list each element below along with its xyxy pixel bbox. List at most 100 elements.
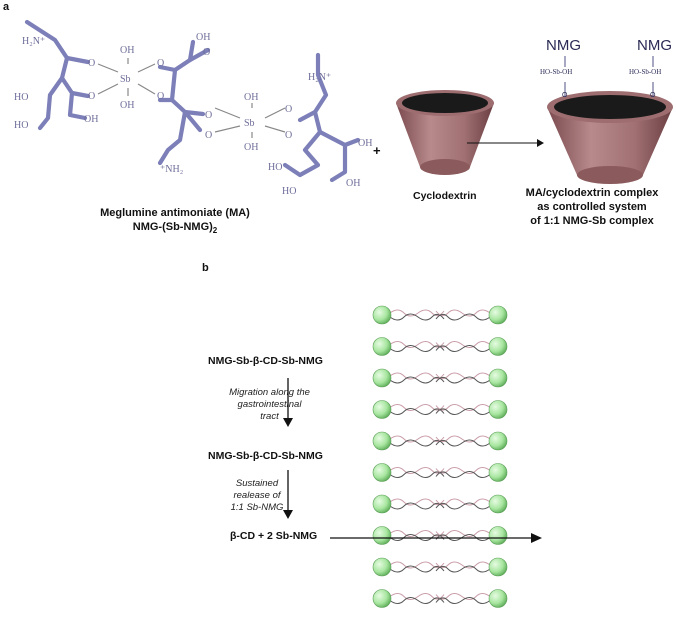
lipid-tail xyxy=(389,597,445,604)
h2n-plus-label-2: H₂N⁺ xyxy=(308,72,331,83)
ho-label-2: HO xyxy=(14,120,28,131)
ho-label-1: HO xyxy=(14,92,28,103)
lipid-tail xyxy=(389,404,445,411)
lipid-head-bead xyxy=(488,526,508,545)
o-label-3: O xyxy=(157,58,164,69)
complex-caption-line1: MA/cyclodextrin complex xyxy=(525,187,659,199)
ma-caption-line1: Meglumine antimoniate (MA) xyxy=(100,207,250,219)
lipid-head-bead xyxy=(372,494,392,514)
oh-label-6: OH xyxy=(244,142,258,153)
note2-line1: Sustained xyxy=(235,478,279,489)
o-label-4: O xyxy=(157,91,164,102)
lipid-tail xyxy=(389,498,445,506)
lipid-tail xyxy=(435,498,491,506)
lipid-tail xyxy=(389,561,445,569)
cyclodextrin-cone xyxy=(396,90,494,175)
lipid-tail xyxy=(435,372,491,380)
lipid-head-bead xyxy=(372,589,392,608)
lipid-tail xyxy=(435,313,491,321)
lipid-head-bead xyxy=(488,305,508,325)
lipid-head-bead xyxy=(372,463,392,482)
sb-label-1: Sb xyxy=(120,74,131,85)
ho-sb-oh-left: HO-Sb-OH xyxy=(540,68,573,76)
lipid-tail xyxy=(435,309,491,317)
down-arrow-2 xyxy=(283,470,293,519)
lipid-tail xyxy=(435,467,491,474)
lipid-tail xyxy=(435,530,491,537)
lipid-tail xyxy=(435,376,491,384)
lipid-head-bead xyxy=(488,400,508,419)
lipid-tail xyxy=(389,372,445,380)
lipid-head-bead xyxy=(372,557,392,577)
h2n-plus-label: H₂N⁺ xyxy=(22,36,45,47)
lipid-tail xyxy=(389,565,445,573)
ma-caption-formula: NMG-(Sb-NMG) xyxy=(132,221,213,233)
lipid-bilayer xyxy=(372,305,508,608)
lipid-tail xyxy=(389,313,445,321)
oh-label-1: OH xyxy=(84,114,98,125)
lipid-tail xyxy=(389,471,445,478)
step1-label: NMG-Sb-β-CD-Sb-NMG xyxy=(208,355,323,367)
lipid-tail xyxy=(389,502,445,510)
nh2-plus-label: ⁺NH₂ xyxy=(160,164,183,175)
o-label-8: O xyxy=(285,104,292,115)
lipid-tail xyxy=(435,565,491,573)
complex-caption: MA/cyclodextrin complex as controlled sy… xyxy=(508,186,676,228)
ho-sb-oh-right: HO-Sb-OH xyxy=(629,68,662,76)
ho-label-3: HO xyxy=(268,162,282,173)
lipid-tail xyxy=(435,404,491,411)
note1: Migration along the gastrointestinal tra… xyxy=(222,387,317,423)
lipid-tail xyxy=(389,345,445,352)
lipid-tail xyxy=(435,408,491,415)
down-arrow-1 xyxy=(283,378,293,427)
lipid-head-bead xyxy=(372,337,392,356)
note1-line1: Migration along the xyxy=(229,387,310,398)
complex-caption-line3: of 1:1 NMG-Sb complex xyxy=(530,215,654,227)
lipid-head-bead xyxy=(372,400,392,419)
ma-caption-line2: NMG-(Sb-NMG)2 xyxy=(90,220,260,238)
lipid-head-bead xyxy=(488,557,508,577)
lipid-head-bead xyxy=(488,368,508,388)
panel-b-label: b xyxy=(202,262,209,274)
note1-line3: tract xyxy=(260,411,279,422)
nmg-label-right: NMG xyxy=(637,37,672,54)
lipid-tail xyxy=(389,435,445,443)
o-label-7: O xyxy=(205,130,212,141)
lipid-head-bead xyxy=(488,589,508,608)
lipid-head-bead xyxy=(372,431,392,451)
reaction-arrow xyxy=(467,139,544,147)
lipid-tail xyxy=(435,435,491,443)
o-label-9: O xyxy=(285,130,292,141)
lipid-tail xyxy=(435,345,491,352)
note2: Sustained realease of 1:1 Sb-NMG xyxy=(222,478,292,514)
o-label-5: O xyxy=(203,47,210,58)
lipid-tail xyxy=(389,408,445,415)
meglumine-antimoniate-structure: H₂N⁺ HO HO OH O O OH Sb OH O O OH O O O … xyxy=(14,19,372,197)
lipid-head-bead xyxy=(488,337,508,356)
panel-a-label: a xyxy=(3,1,10,13)
nmg-label-left: NMG xyxy=(546,37,581,54)
lipid-tail xyxy=(389,341,445,348)
lipid-head-bead xyxy=(372,368,392,388)
note2-line3: 1:1 Sb-NMG xyxy=(230,502,284,513)
lipid-head-bead xyxy=(488,463,508,482)
lipid-tail xyxy=(435,471,491,478)
lipid-head-bead xyxy=(488,494,508,514)
lipid-head-bead xyxy=(372,526,392,545)
oh-label-3: OH xyxy=(120,100,134,111)
oh-label-8: OH xyxy=(358,138,372,149)
lipid-tail xyxy=(435,341,491,348)
lipid-head-bead xyxy=(488,431,508,451)
oh-label-2: OH xyxy=(120,45,134,56)
lipid-tail xyxy=(435,561,491,569)
lipid-tail xyxy=(389,376,445,384)
ma-caption-subscript: 2 xyxy=(212,226,218,236)
lipid-tail xyxy=(389,593,445,600)
oh-label-4: OH xyxy=(196,32,210,43)
o-link-right: O xyxy=(650,92,656,99)
o-label-1: O xyxy=(88,58,95,69)
o-label-2: O xyxy=(88,91,95,102)
lipid-tail xyxy=(435,502,491,510)
complex-caption-line2: as controlled system xyxy=(537,201,647,213)
